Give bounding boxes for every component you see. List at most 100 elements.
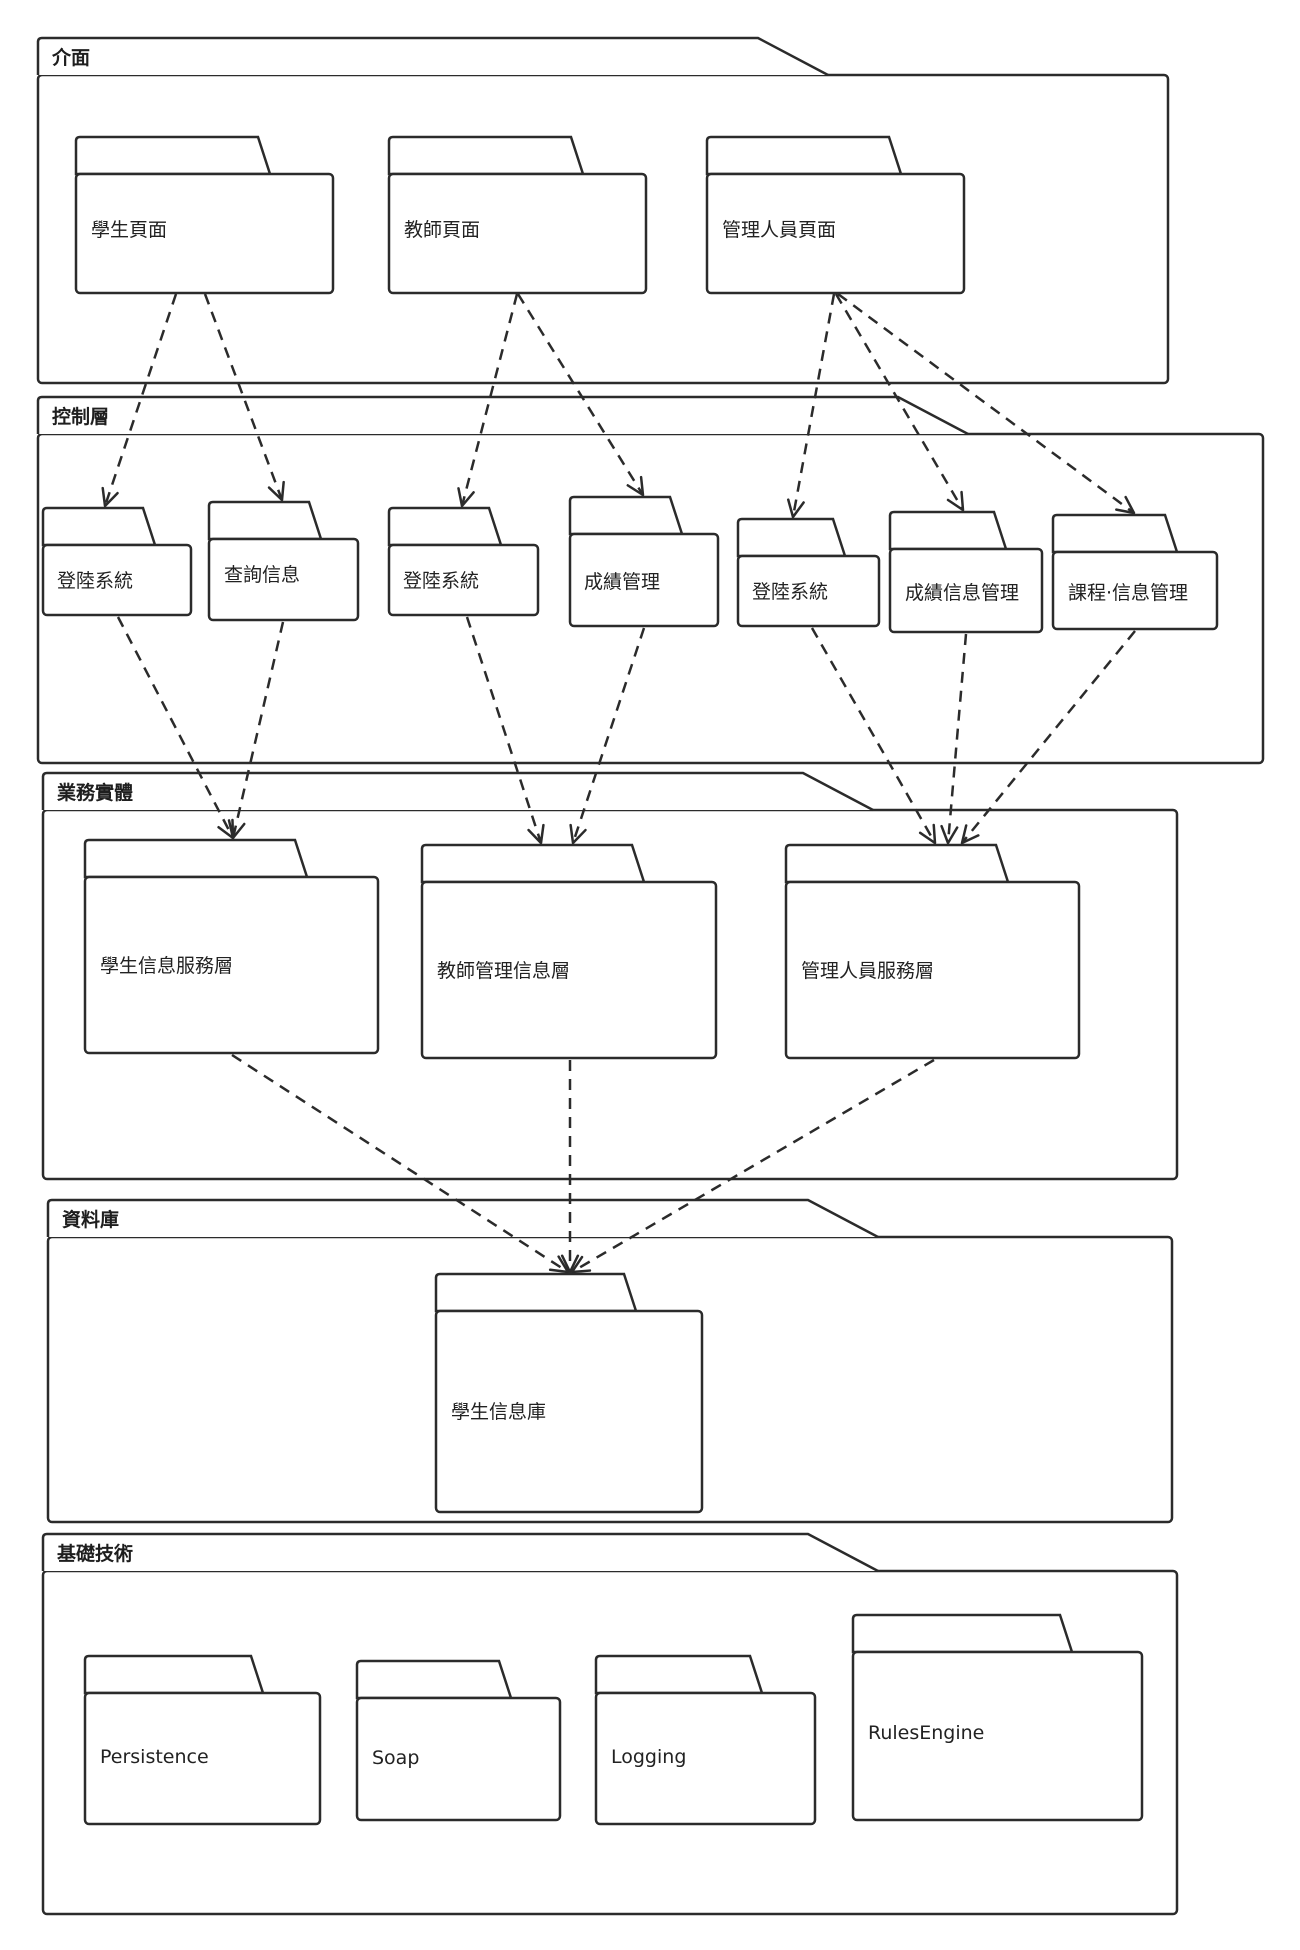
dependency-query_info-to-student_service <box>227 621 285 840</box>
node-login_2[interactable]: 登陸系統 <box>387 506 540 617</box>
node-login_3[interactable]: 登陸系統 <box>736 517 881 628</box>
node-student_service[interactable]: 學生信息服務層 <box>83 838 380 1055</box>
node-teacher_page[interactable]: 教師頁面 <box>387 135 648 295</box>
node-tab <box>74 135 272 176</box>
dependency-line <box>231 1053 569 1274</box>
node-label: 課程·信息管理 <box>1068 582 1188 604</box>
node-label: 查詢信息 <box>224 564 300 586</box>
node-label: 登陸系統 <box>403 570 479 592</box>
package-title-business: 業務實體 <box>56 781 133 804</box>
node-body <box>355 1696 562 1822</box>
dependency-teacher_page-to-grade_mgmt <box>516 293 645 497</box>
node-tab <box>705 135 903 176</box>
node-label: 學生信息庫 <box>451 1401 546 1423</box>
node-tab <box>851 1613 1074 1654</box>
dependency-student_page-to-login_1 <box>101 293 178 508</box>
arrowhead <box>457 487 475 508</box>
package-title-interface: 介面 <box>51 46 90 69</box>
dependency-grade_info_mgmt-to-admin_service <box>940 633 968 845</box>
node-body <box>594 1691 817 1826</box>
node-label: 成績信息管理 <box>905 582 1019 604</box>
arrowhead <box>960 824 980 845</box>
node-tab <box>387 135 585 176</box>
dependency-course_info_mgmt-to-admin_service <box>960 630 1136 845</box>
node-soap[interactable]: Soap <box>355 1659 562 1822</box>
dependency-login_3-to-admin_service <box>810 627 937 845</box>
package-tab-infra <box>41 1532 879 1573</box>
package-tab-control <box>36 395 969 436</box>
node-label: 學生頁面 <box>91 219 167 241</box>
package-title-infra: 基礎技術 <box>56 1542 133 1565</box>
node-teacher_service[interactable]: 教師管理信息層 <box>420 843 718 1060</box>
dependency-grade_mgmt-to-teacher_service <box>569 627 646 845</box>
dependency-login_2-to-teacher_service <box>465 616 545 845</box>
dependency-line <box>837 292 1135 515</box>
package-title-control: 控制層 <box>52 405 109 428</box>
node-body <box>784 880 1081 1060</box>
node-label: 教師頁面 <box>404 219 480 241</box>
dependency-line <box>946 633 968 844</box>
package-tab-database <box>46 1198 879 1239</box>
node-tab <box>594 1654 764 1695</box>
node-body <box>83 1691 322 1826</box>
node-body <box>888 547 1044 634</box>
node-body <box>420 880 718 1060</box>
arrowhead <box>527 823 545 845</box>
node-label: 登陸系統 <box>57 570 133 592</box>
arrowhead <box>227 819 246 840</box>
node-label: 教師管理信息層 <box>437 960 570 982</box>
dependency-line <box>516 293 645 496</box>
node-student_page[interactable]: 學生頁面 <box>74 135 335 295</box>
node-admin_page[interactable]: 管理人員頁面 <box>705 135 966 295</box>
node-tab <box>355 1659 513 1700</box>
dependency-teacher_service-to-student_db <box>560 1060 580 1274</box>
node-body <box>41 543 193 617</box>
node-body <box>74 172 335 295</box>
node-student_db[interactable]: 學生信息庫 <box>434 1272 704 1514</box>
dependency-admin_page-to-login_3 <box>786 293 836 519</box>
dependency-line <box>465 616 543 844</box>
package-tab-business <box>41 771 874 812</box>
node-body <box>207 537 360 622</box>
node-logging[interactable]: Logging <box>594 1654 817 1826</box>
node-tab <box>434 1272 638 1313</box>
node-tab <box>41 506 157 547</box>
node-label: RulesEngine <box>868 1722 984 1744</box>
node-body <box>1051 550 1219 631</box>
node-label: Soap <box>372 1747 419 1769</box>
dependency-admin_service-to-student_db <box>570 1058 935 1274</box>
package-tab-interface <box>36 36 829 77</box>
node-label: 管理人員服務層 <box>801 960 934 982</box>
node-label: Persistence <box>100 1746 209 1768</box>
arrowhead <box>548 1255 570 1274</box>
node-course_info_mgmt[interactable]: 課程·信息管理 <box>1051 513 1219 631</box>
arrowhead <box>560 1254 580 1274</box>
dependency-line <box>961 630 1136 844</box>
node-tab <box>207 500 323 541</box>
arrowhead <box>946 490 965 512</box>
dependency-line <box>116 616 235 839</box>
node-grade_info_mgmt[interactable]: 成績信息管理 <box>888 510 1044 634</box>
node-body <box>434 1309 704 1514</box>
node-body <box>736 554 881 628</box>
node-label: 登陸系統 <box>752 581 828 603</box>
node-tab <box>736 517 847 558</box>
arrowhead <box>1115 495 1136 515</box>
arrowhead <box>626 475 645 497</box>
node-rules_engine[interactable]: RulesEngine <box>851 1613 1144 1822</box>
arrowhead <box>101 486 119 508</box>
node-persistence[interactable]: Persistence <box>83 1654 322 1826</box>
node-body <box>705 172 966 295</box>
node-query_info[interactable]: 查詢信息 <box>207 500 360 622</box>
node-tab <box>784 843 1010 884</box>
node-login_1[interactable]: 登陸系統 <box>41 506 193 617</box>
arrowhead <box>570 1255 592 1274</box>
node-admin_service[interactable]: 管理人員服務層 <box>784 843 1081 1060</box>
node-tab <box>568 495 684 536</box>
arrowhead <box>569 823 587 845</box>
dependency-line <box>810 627 937 844</box>
package-title-database: 資料庫 <box>62 1208 119 1231</box>
node-grade_mgmt[interactable]: 成績管理 <box>568 495 720 628</box>
